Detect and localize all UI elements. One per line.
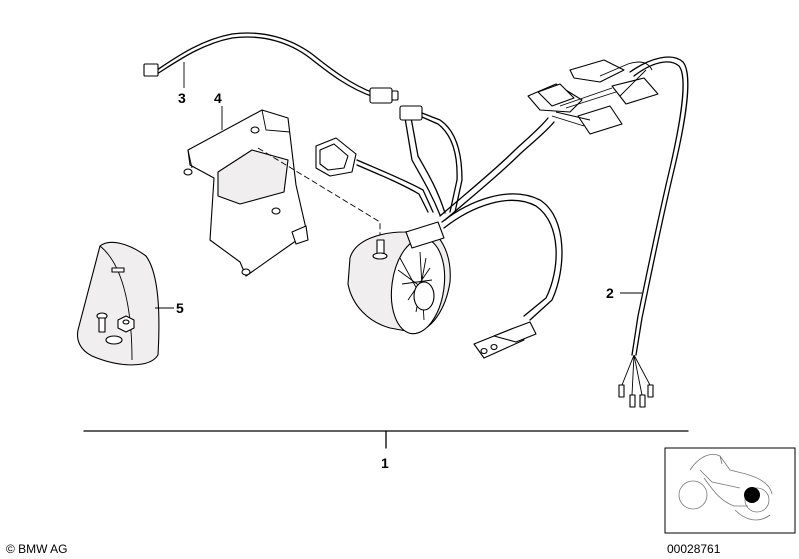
bracket-hole — [250, 126, 260, 134]
highlight-dot-icon — [744, 487, 760, 503]
motorcycle-locator — [664, 447, 796, 534]
alarm-siren[interactable] — [315, 105, 463, 337]
wiring-harness[interactable] — [618, 56, 689, 408]
kit-clip — [111, 267, 125, 273]
callout-3: 3 — [178, 90, 186, 106]
diagram-number: 00028761 — [667, 542, 721, 556]
alarm-bracket[interactable] — [183, 109, 309, 277]
mounting-kit[interactable] — [76, 241, 160, 366]
connecting-cable[interactable] — [143, 32, 399, 104]
callout-5: 5 — [176, 300, 184, 316]
siren-plug[interactable] — [399, 105, 423, 121]
callout-4: 4 — [214, 90, 222, 106]
cable-plug-socket[interactable] — [369, 87, 393, 104]
motorcycle-locator-icon — [678, 453, 773, 521]
callout-1: 1 — [381, 455, 389, 471]
callout-2: 2 — [606, 285, 614, 301]
copyright-text: © BMW AG — [6, 542, 68, 556]
small-plug[interactable] — [143, 63, 159, 77]
output-connector[interactable] — [473, 321, 537, 359]
multi-pin-connectors[interactable] — [527, 59, 659, 135]
